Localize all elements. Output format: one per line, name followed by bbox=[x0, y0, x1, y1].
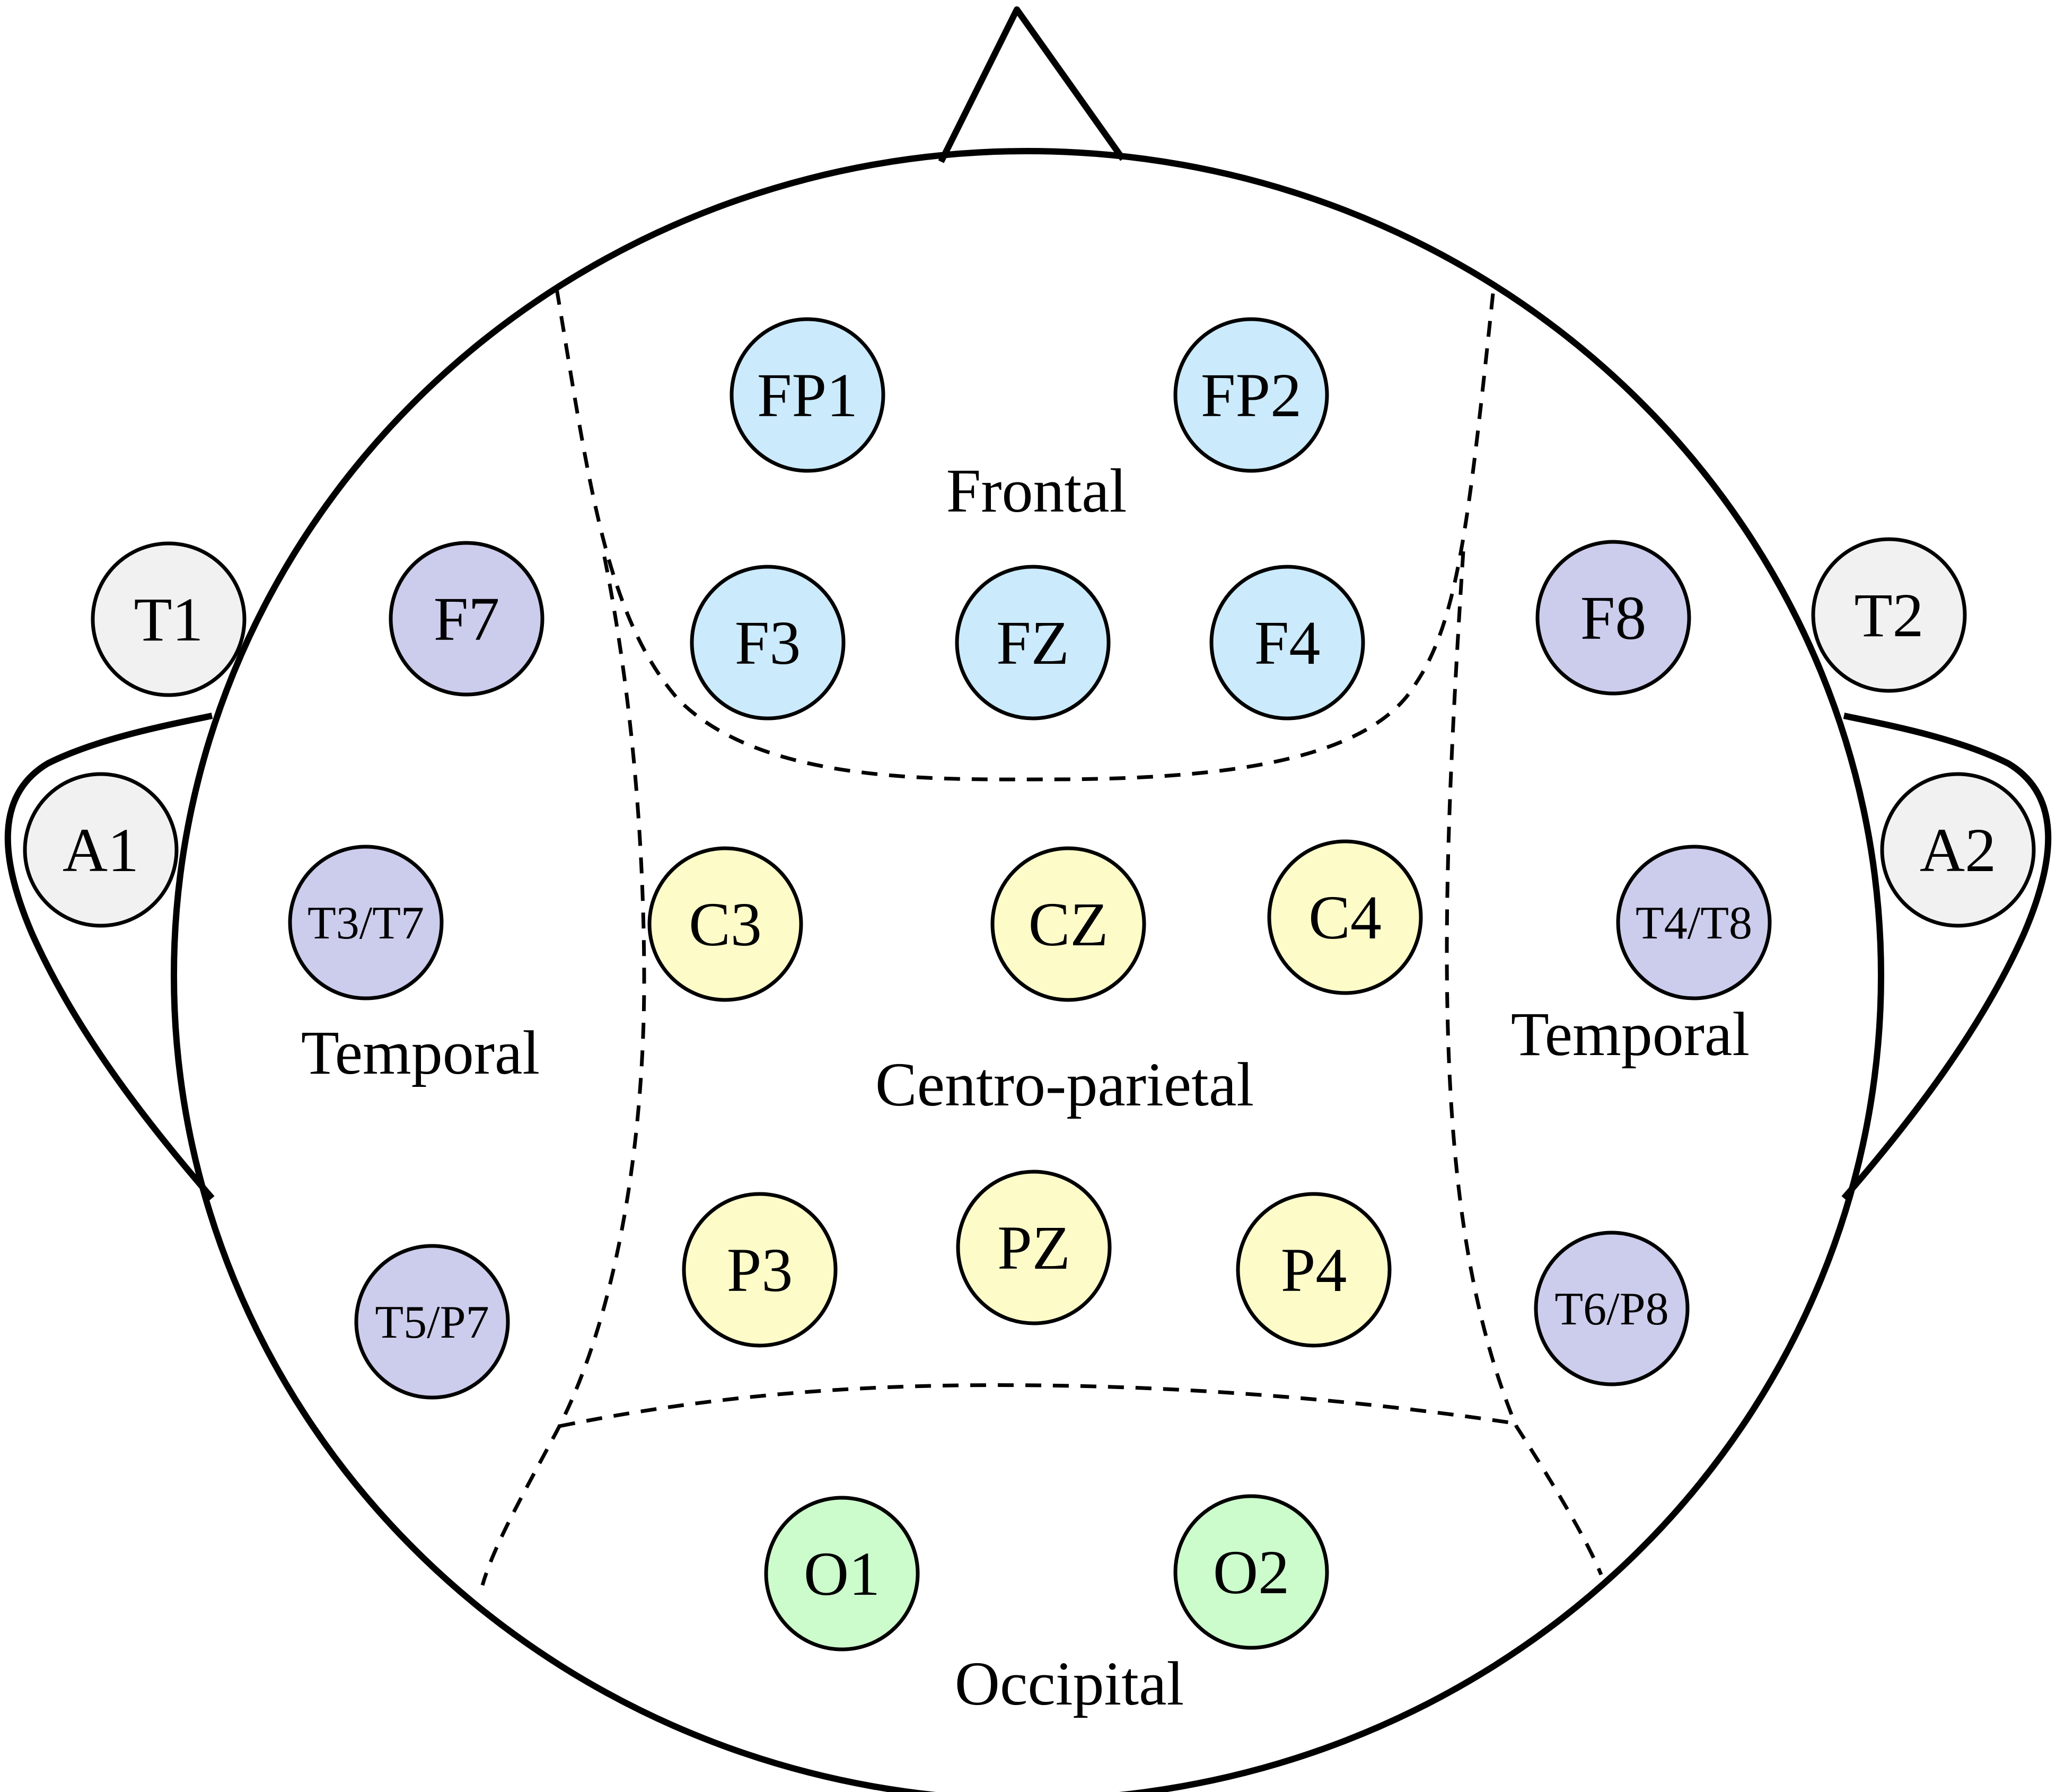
electrode-c4-label: C4 bbox=[1308, 883, 1382, 952]
electrode-o2: O2 bbox=[1173, 1494, 1329, 1650]
electrode-f4-label: F4 bbox=[1254, 608, 1321, 678]
electrode-pz-label: PZ bbox=[997, 1213, 1070, 1282]
electrode-p3-marker bbox=[682, 1192, 838, 1348]
electrode-cz: CZ bbox=[990, 846, 1146, 1002]
electrode-f8-marker bbox=[1535, 540, 1691, 696]
head-outline bbox=[171, 148, 1884, 1792]
frontal-boundary bbox=[555, 283, 1496, 781]
left-ear bbox=[4, 713, 215, 1200]
electrode-fz-marker bbox=[955, 565, 1111, 721]
left-temporal-boundary bbox=[480, 556, 646, 1586]
electrode-t4t8: T4/T8 bbox=[1616, 845, 1772, 1000]
region-label-centro-parietal: Centro-parietal bbox=[875, 1050, 1254, 1119]
right-temporal-boundary bbox=[1445, 551, 1603, 1576]
electrode-t3t7-label: T3/T7 bbox=[307, 898, 424, 949]
electrode-f8-label: F8 bbox=[1580, 583, 1647, 653]
electrode-fp2-marker bbox=[1173, 317, 1329, 473]
electrode-c4: C4 bbox=[1267, 839, 1423, 995]
electrode-c3-marker bbox=[647, 846, 803, 1002]
electrode-p4-label: P4 bbox=[1281, 1235, 1347, 1305]
electrode-p4-marker bbox=[1236, 1192, 1392, 1348]
nose bbox=[938, 6, 1126, 163]
electrode-a2-marker bbox=[1880, 772, 2036, 928]
electrode-o2-marker bbox=[1173, 1494, 1329, 1650]
electrode-f3: F3 bbox=[690, 565, 846, 721]
electrode-t2-label: T2 bbox=[1854, 581, 1923, 650]
electrode-c3: C3 bbox=[647, 846, 803, 1002]
electrode-f3-label: F3 bbox=[735, 608, 801, 678]
electrode-fp2-label: FP2 bbox=[1201, 361, 1302, 430]
electrode-cz-marker bbox=[990, 846, 1146, 1002]
electrode-f3-marker bbox=[690, 565, 846, 721]
electrode-o1-marker bbox=[764, 1496, 920, 1652]
electrode-t3t7: T3/T7 bbox=[288, 845, 444, 1000]
electrode-o1: O1 bbox=[764, 1496, 920, 1652]
occipital-boundary bbox=[559, 1383, 1517, 1428]
region-label-frontal: Frontal bbox=[946, 456, 1127, 525]
electrode-t3t7-marker bbox=[288, 845, 444, 1000]
electrode-p3: P3 bbox=[682, 1192, 838, 1348]
electrode-fz: FZ bbox=[955, 565, 1111, 721]
electrode-c3-label: C3 bbox=[689, 890, 762, 959]
region-label-occipital: Occipital bbox=[955, 1649, 1184, 1718]
electrode-t5p7-marker bbox=[354, 1244, 510, 1400]
region-label-temporal-right: Temporal bbox=[1511, 999, 1750, 1069]
electrode-fp1-marker bbox=[730, 317, 885, 473]
electrode-fp1: FP1 bbox=[730, 317, 885, 473]
electrode-f7-marker bbox=[389, 541, 544, 697]
electrode-f4-marker bbox=[1209, 565, 1365, 721]
electrode-f8: F8 bbox=[1535, 540, 1691, 696]
electrode-t4t8-marker bbox=[1616, 845, 1772, 1000]
electrode-t2-marker bbox=[1811, 537, 1967, 693]
electrode-c4-marker bbox=[1267, 839, 1423, 995]
right-ear bbox=[1841, 713, 2052, 1200]
electrode-o2-label: O2 bbox=[1213, 1538, 1289, 1607]
electrode-f4: F4 bbox=[1209, 565, 1365, 721]
electrode-a2-label: A2 bbox=[1920, 815, 1996, 885]
electrode-t1-label: T1 bbox=[134, 585, 203, 654]
electrode-fp1-label: FP1 bbox=[757, 361, 858, 430]
electrode-t5p7-label: T5/P7 bbox=[375, 1297, 489, 1348]
electrode-a1-marker bbox=[23, 772, 179, 928]
electrode-fz-label: FZ bbox=[996, 608, 1069, 678]
region-label-temporal-left: Temporal bbox=[301, 1018, 540, 1087]
electrode-t4t8-label: T4/T8 bbox=[1636, 898, 1752, 949]
electrode-t5p7: T5/P7 bbox=[354, 1244, 510, 1400]
electrode-t2: T2 bbox=[1811, 537, 1967, 693]
electrode-t6p8-marker bbox=[1534, 1231, 1690, 1386]
electrode-o1-label: O1 bbox=[804, 1539, 880, 1609]
electrode-a2: A2 bbox=[1880, 772, 2036, 928]
electrode-p4: P4 bbox=[1236, 1192, 1392, 1348]
electrode-t1-marker bbox=[91, 541, 247, 697]
electrode-pz: PZ bbox=[956, 1170, 1112, 1325]
electrode-fp2: FP2 bbox=[1173, 317, 1329, 473]
electrode-f7-label: F7 bbox=[434, 584, 500, 654]
electrode-p3-label: P3 bbox=[727, 1235, 793, 1305]
electrode-a1: A1 bbox=[23, 772, 179, 928]
electrode-t1: T1 bbox=[91, 541, 247, 697]
electrode-a1-label: A1 bbox=[63, 815, 139, 885]
electrode-t6p8-label: T6/P8 bbox=[1554, 1284, 1668, 1335]
electrode-cz-label: CZ bbox=[1029, 890, 1109, 959]
electrode-pz-marker bbox=[956, 1170, 1112, 1325]
electrode-t6p8: T6/P8 bbox=[1534, 1231, 1690, 1386]
electrode-f7: F7 bbox=[389, 541, 544, 697]
